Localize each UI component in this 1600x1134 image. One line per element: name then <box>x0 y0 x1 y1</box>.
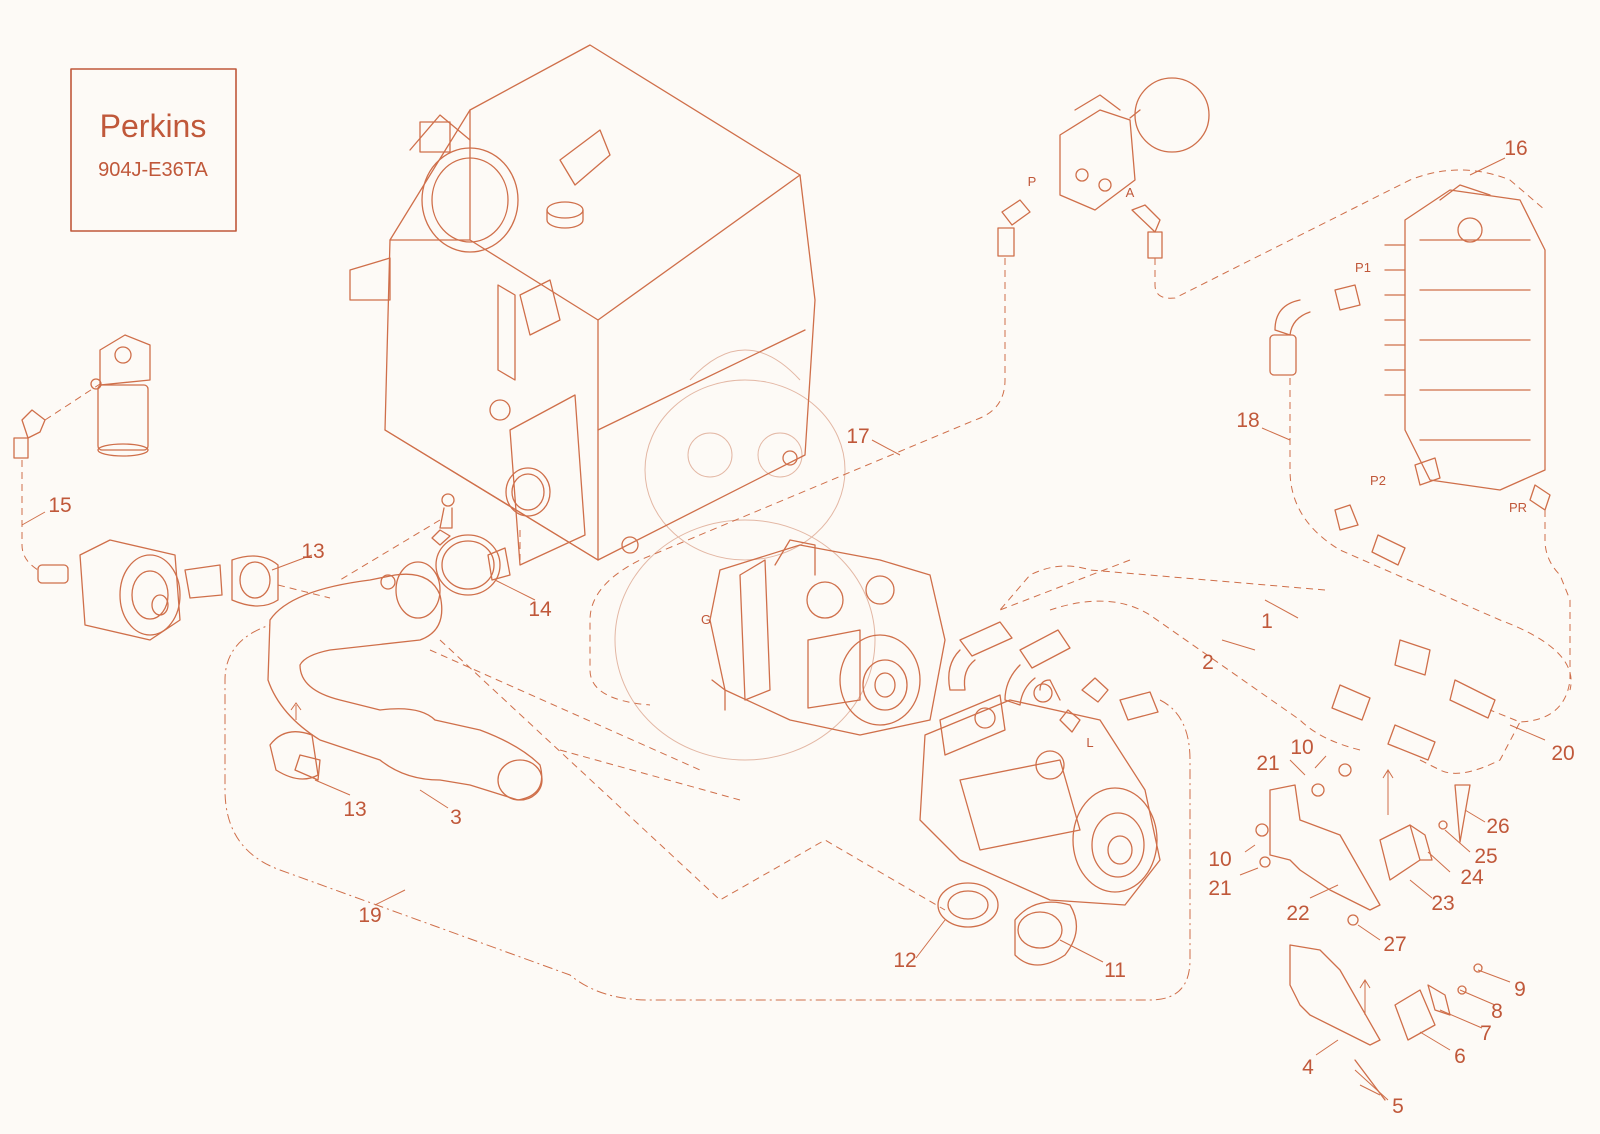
port-p: P <box>1028 174 1037 189</box>
port-p1: P1 <box>1355 260 1371 275</box>
callout-13-lower: 13 <box>343 798 366 821</box>
callout-17: 17 <box>846 425 869 448</box>
callout-15: 15 <box>48 494 71 517</box>
hydraulic-tank <box>349 44 816 566</box>
auxiliary-piston-pump <box>709 539 946 736</box>
callout-14: 14 <box>528 598 552 621</box>
callout-18: 18 <box>1236 409 1259 432</box>
hose-routing-lines <box>21 169 1572 1001</box>
port-a: A <box>1126 185 1135 200</box>
callout-9: 9 <box>1514 978 1526 1001</box>
callout-2: 2 <box>1202 651 1214 674</box>
brand-title: Perkins <box>100 108 207 144</box>
pump-hose-fittings <box>948 621 1159 733</box>
engine-model: 904J-E36TA <box>98 159 208 181</box>
callout-11: 11 <box>1104 959 1126 982</box>
port-l: L <box>1086 735 1093 750</box>
callout-13-upper: 13 <box>301 540 324 563</box>
port-labels: P A P1 P2 PR G L <box>701 174 1527 750</box>
callout-21-lower: 21 <box>1208 877 1231 900</box>
callout-3: 3 <box>450 806 462 829</box>
callout-10-upper: 10 <box>1290 736 1313 759</box>
return-filter <box>13 334 151 459</box>
callout-leader-lines <box>21 157 1546 1096</box>
port-pr: PR <box>1509 500 1527 515</box>
callout-21-upper: 21 <box>1256 752 1279 775</box>
port-p2: P2 <box>1370 473 1386 488</box>
main-hydrostatic-pump <box>919 679 1161 906</box>
hose-clamp <box>431 529 511 596</box>
engine-brand-box: Perkins 904J-E36TA <box>70 68 237 232</box>
watermark-figure <box>614 349 876 761</box>
callout-26: 26 <box>1486 815 1509 838</box>
callout-10-lower: 10 <box>1208 848 1231 871</box>
callout-20: 20 <box>1551 742 1574 765</box>
pump-mount-bracket-upper <box>1255 763 1471 926</box>
pump-flange-clamp <box>937 882 1077 966</box>
callout-23: 23 <box>1431 892 1454 915</box>
callout-8: 8 <box>1491 1000 1503 1023</box>
callout-1: 1 <box>1261 610 1273 633</box>
pump-mount-bracket-lower <box>1289 944 1483 1101</box>
accumulator-valve-block <box>997 77 1210 259</box>
callout-12: 12 <box>893 949 916 972</box>
callout-4: 4 <box>1302 1056 1314 1079</box>
callout-27: 27 <box>1383 933 1406 956</box>
callout-24: 24 <box>1460 866 1484 889</box>
callout-5: 5 <box>1392 1095 1404 1118</box>
callout-22: 22 <box>1286 902 1309 925</box>
callout-7: 7 <box>1480 1022 1492 1045</box>
callout-25: 25 <box>1474 845 1497 868</box>
callout-6: 6 <box>1454 1045 1466 1068</box>
control-valve-bank <box>1269 184 1551 566</box>
gear-pump <box>37 539 279 641</box>
port-g: G <box>701 612 711 627</box>
callout-19: 19 <box>358 904 381 927</box>
callout-16: 16 <box>1504 137 1527 160</box>
suction-pipe <box>267 561 543 801</box>
callout-labels: 1 2 3 4 5 6 7 8 9 10 10 11 12 13 13 14 1… <box>48 137 1574 1118</box>
hose-fittings-1-2 <box>1331 639 1496 761</box>
